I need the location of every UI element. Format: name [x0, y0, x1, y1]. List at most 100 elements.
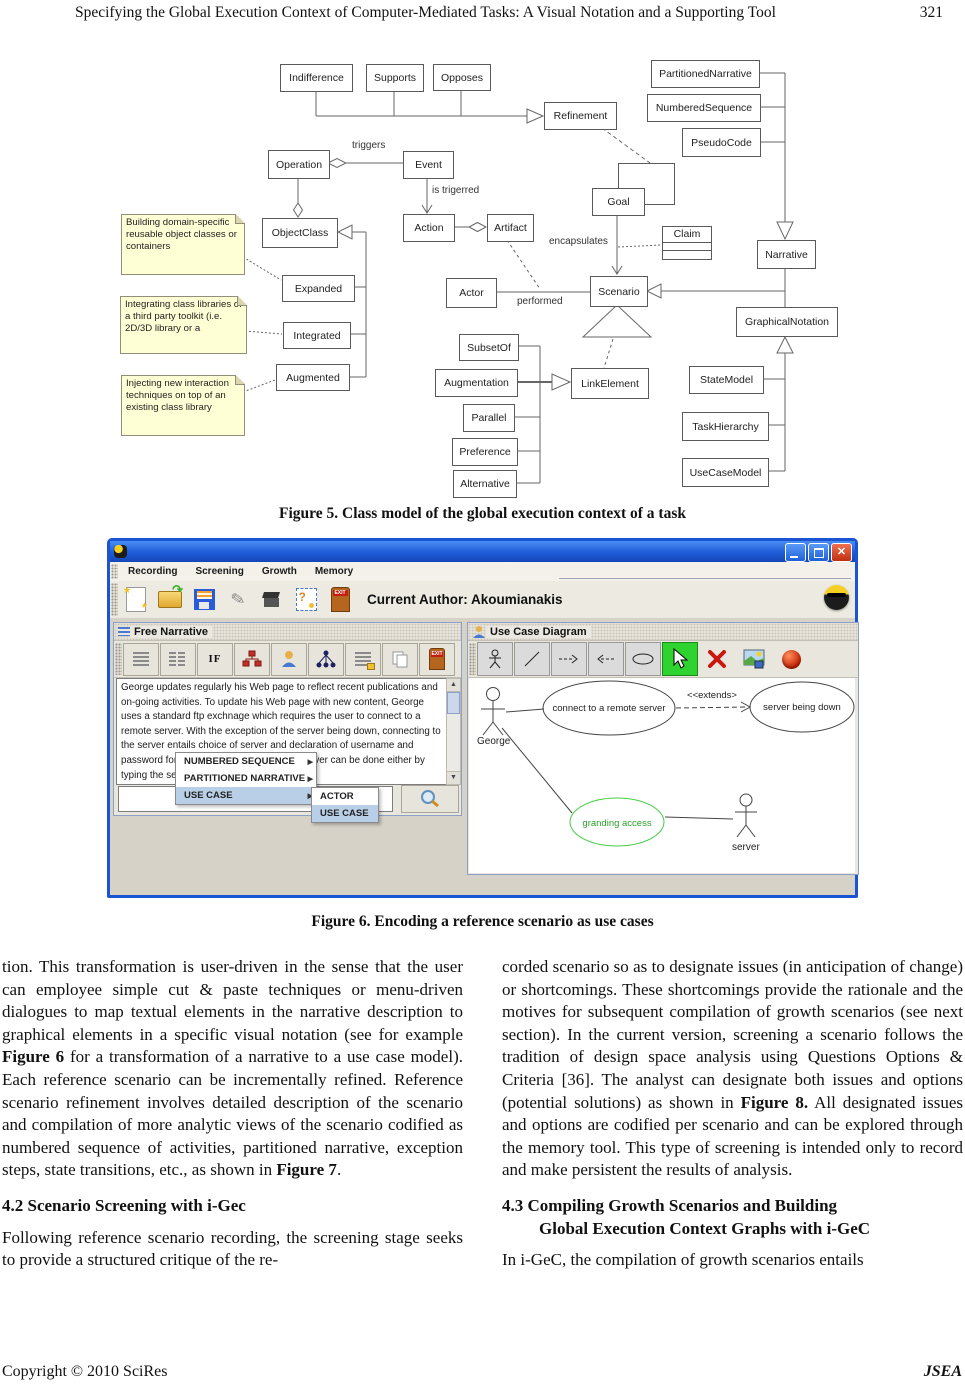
- ellipse-tool-button[interactable]: [625, 642, 661, 676]
- free-narrative-titlebar[interactable]: Free Narrative: [114, 623, 461, 641]
- igec-application-window: ✕ Recording Screening Growth Memory ★ ★ …: [107, 538, 859, 898]
- menu-screening[interactable]: Screening: [195, 566, 244, 577]
- page-number: 321: [919, 4, 943, 21]
- partitioned-list-button[interactable]: [160, 642, 196, 676]
- open-button[interactable]: ↷: [156, 582, 184, 614]
- line-tool-button[interactable]: [514, 642, 550, 676]
- copy-pages-icon: [392, 651, 408, 668]
- numbered-list-button[interactable]: [123, 642, 159, 676]
- notes-help-button[interactable]: ?: [292, 586, 320, 614]
- maximize-button[interactable]: [808, 543, 829, 562]
- if-condition-button[interactable]: IF: [197, 642, 233, 676]
- power-button[interactable]: [773, 642, 809, 676]
- submenu-item-actor[interactable]: ACTOR: [320, 791, 354, 802]
- dashed-arrow-right-icon: [559, 654, 578, 664]
- paragraph: tion. This transformation is user-driven…: [2, 957, 463, 1180]
- actor-tool-button[interactable]: [477, 642, 513, 676]
- use-case-titlebar[interactable]: Use Case Diagram: [468, 623, 858, 641]
- window-titlebar[interactable]: ✕: [110, 541, 855, 562]
- free-narrative-toolbar: IF EXIT: [114, 641, 461, 678]
- dashed-arrow-right-button[interactable]: [551, 642, 587, 676]
- toolbar-grip[interactable]: [111, 583, 118, 616]
- tree-icon: [316, 650, 336, 668]
- flowchart-button[interactable]: [234, 642, 270, 676]
- use-case-label-granding: granding access: [582, 818, 651, 829]
- actor-label-george: George: [477, 736, 511, 747]
- journal-abbreviation: JSEA: [923, 1363, 962, 1380]
- image-export-button[interactable]: [736, 642, 772, 676]
- save-button[interactable]: [190, 586, 218, 614]
- flowchart-icon: [242, 650, 262, 667]
- menu-item-partitioned-narrative[interactable]: PARTITIONED NARRATIVE▶: [184, 773, 313, 784]
- figure8-reference: Figure 8.: [740, 1092, 809, 1112]
- class-box-objectclass: ObjectClass: [262, 218, 338, 248]
- panel-toolbar-grip[interactable]: [469, 643, 476, 675]
- image-icon: [743, 649, 765, 669]
- class-box-integrated: Integrated: [283, 322, 351, 349]
- submenu-arrow-icon: ▶: [308, 792, 313, 800]
- exit-door-icon: EXIT: [429, 648, 445, 670]
- hamburger-icon: [118, 627, 130, 636]
- use-case-toolbar: [468, 641, 858, 678]
- class-box-pseudocode: PseudoCode: [682, 128, 761, 157]
- class-box-taskhierarchy: TaskHierarchy: [682, 412, 769, 441]
- dashed-arrow-left-button[interactable]: [588, 642, 624, 676]
- new-document-button[interactable]: ★ ★: [122, 585, 150, 614]
- paint-brush-icon: ✎: [229, 588, 247, 610]
- narrative-scrollbar[interactable]: ▲ ▼: [446, 678, 461, 785]
- exit-button[interactable]: EXIT: [326, 586, 354, 614]
- scroll-up-icon[interactable]: ▲: [447, 679, 460, 692]
- avatar-icon[interactable]: [824, 585, 849, 610]
- menu-recording[interactable]: Recording: [128, 566, 178, 577]
- actor-label-server: server: [732, 842, 760, 853]
- class-box-goal: Goal: [592, 188, 645, 216]
- tree-button[interactable]: [308, 642, 344, 676]
- scrollbar-thumb[interactable]: [447, 692, 460, 714]
- clapper-button[interactable]: [258, 586, 286, 614]
- copy-pages-button[interactable]: [382, 642, 418, 676]
- menu-item-use-case[interactable]: USE CASE▶: [176, 787, 316, 804]
- annotated-list-button[interactable]: [345, 642, 381, 676]
- class-box-linkelement: LinkElement: [571, 368, 649, 399]
- use-case-canvas[interactable]: George connect to a remote server server…: [469, 677, 855, 873]
- close-button[interactable]: ✕: [831, 543, 852, 562]
- use-case-drawing: George connect to a remote server server…: [477, 680, 855, 853]
- badge-icon: [367, 662, 375, 670]
- main-toolbar: ★ ★ ↷ ✎: [110, 581, 855, 618]
- clapper-icon: [262, 592, 281, 607]
- open-folder-icon: ↷: [158, 582, 183, 608]
- delete-x-icon: [708, 650, 726, 668]
- class-box-graphical-notation: GraphicalNotation: [736, 307, 838, 337]
- figure5-class-diagram: Indifference Supports Opposes Refinement…: [0, 0, 965, 505]
- search-button[interactable]: [401, 784, 459, 813]
- copyright-notice: Copyright © 2010 SciRes: [2, 1363, 168, 1380]
- extends-stereotype-label: <<extends>: [687, 690, 737, 701]
- minimize-button[interactable]: [785, 543, 806, 562]
- class-box-scenario: Scenario: [590, 276, 648, 307]
- window-icon: [114, 545, 127, 558]
- menubar-grip[interactable]: [111, 564, 118, 579]
- delete-tool-button[interactable]: [699, 642, 735, 676]
- person-insert-button[interactable]: [271, 642, 307, 676]
- use-case-diagram-panel: Use Case Diagram: [467, 622, 859, 875]
- scroll-down-icon[interactable]: ▼: [447, 771, 460, 784]
- submenu-item-use-case[interactable]: USE CASE: [312, 805, 378, 822]
- partitioned-list-icon: [178, 652, 185, 666]
- class-box-numbered-sequence: NumberedSequence: [647, 94, 761, 122]
- panel-toolbar-grip[interactable]: [115, 643, 122, 675]
- menu-bar: Recording Screening Growth Memory: [110, 562, 855, 582]
- class-box-supports: Supports: [366, 64, 424, 92]
- magnifier-icon: [421, 789, 440, 807]
- menu-memory[interactable]: Memory: [314, 566, 354, 577]
- menu-growth[interactable]: Growth: [261, 566, 297, 577]
- if-condition-icon: IF: [208, 653, 222, 665]
- paint-brush-button[interactable]: ✎: [224, 586, 252, 614]
- menu-item-numbered-sequence[interactable]: NUMBERED SEQUENCE▶: [184, 756, 313, 767]
- use-case-label-server-down: server being down: [763, 702, 841, 713]
- partitioned-list-icon: [169, 652, 176, 666]
- edge-label-encapsulates: encapsulates: [549, 236, 608, 247]
- free-narrative-title: Free Narrative: [130, 625, 212, 638]
- claim-compartment: [663, 242, 711, 250]
- narrative-exit-button[interactable]: EXIT: [419, 642, 455, 676]
- select-tool-button[interactable]: [662, 642, 698, 676]
